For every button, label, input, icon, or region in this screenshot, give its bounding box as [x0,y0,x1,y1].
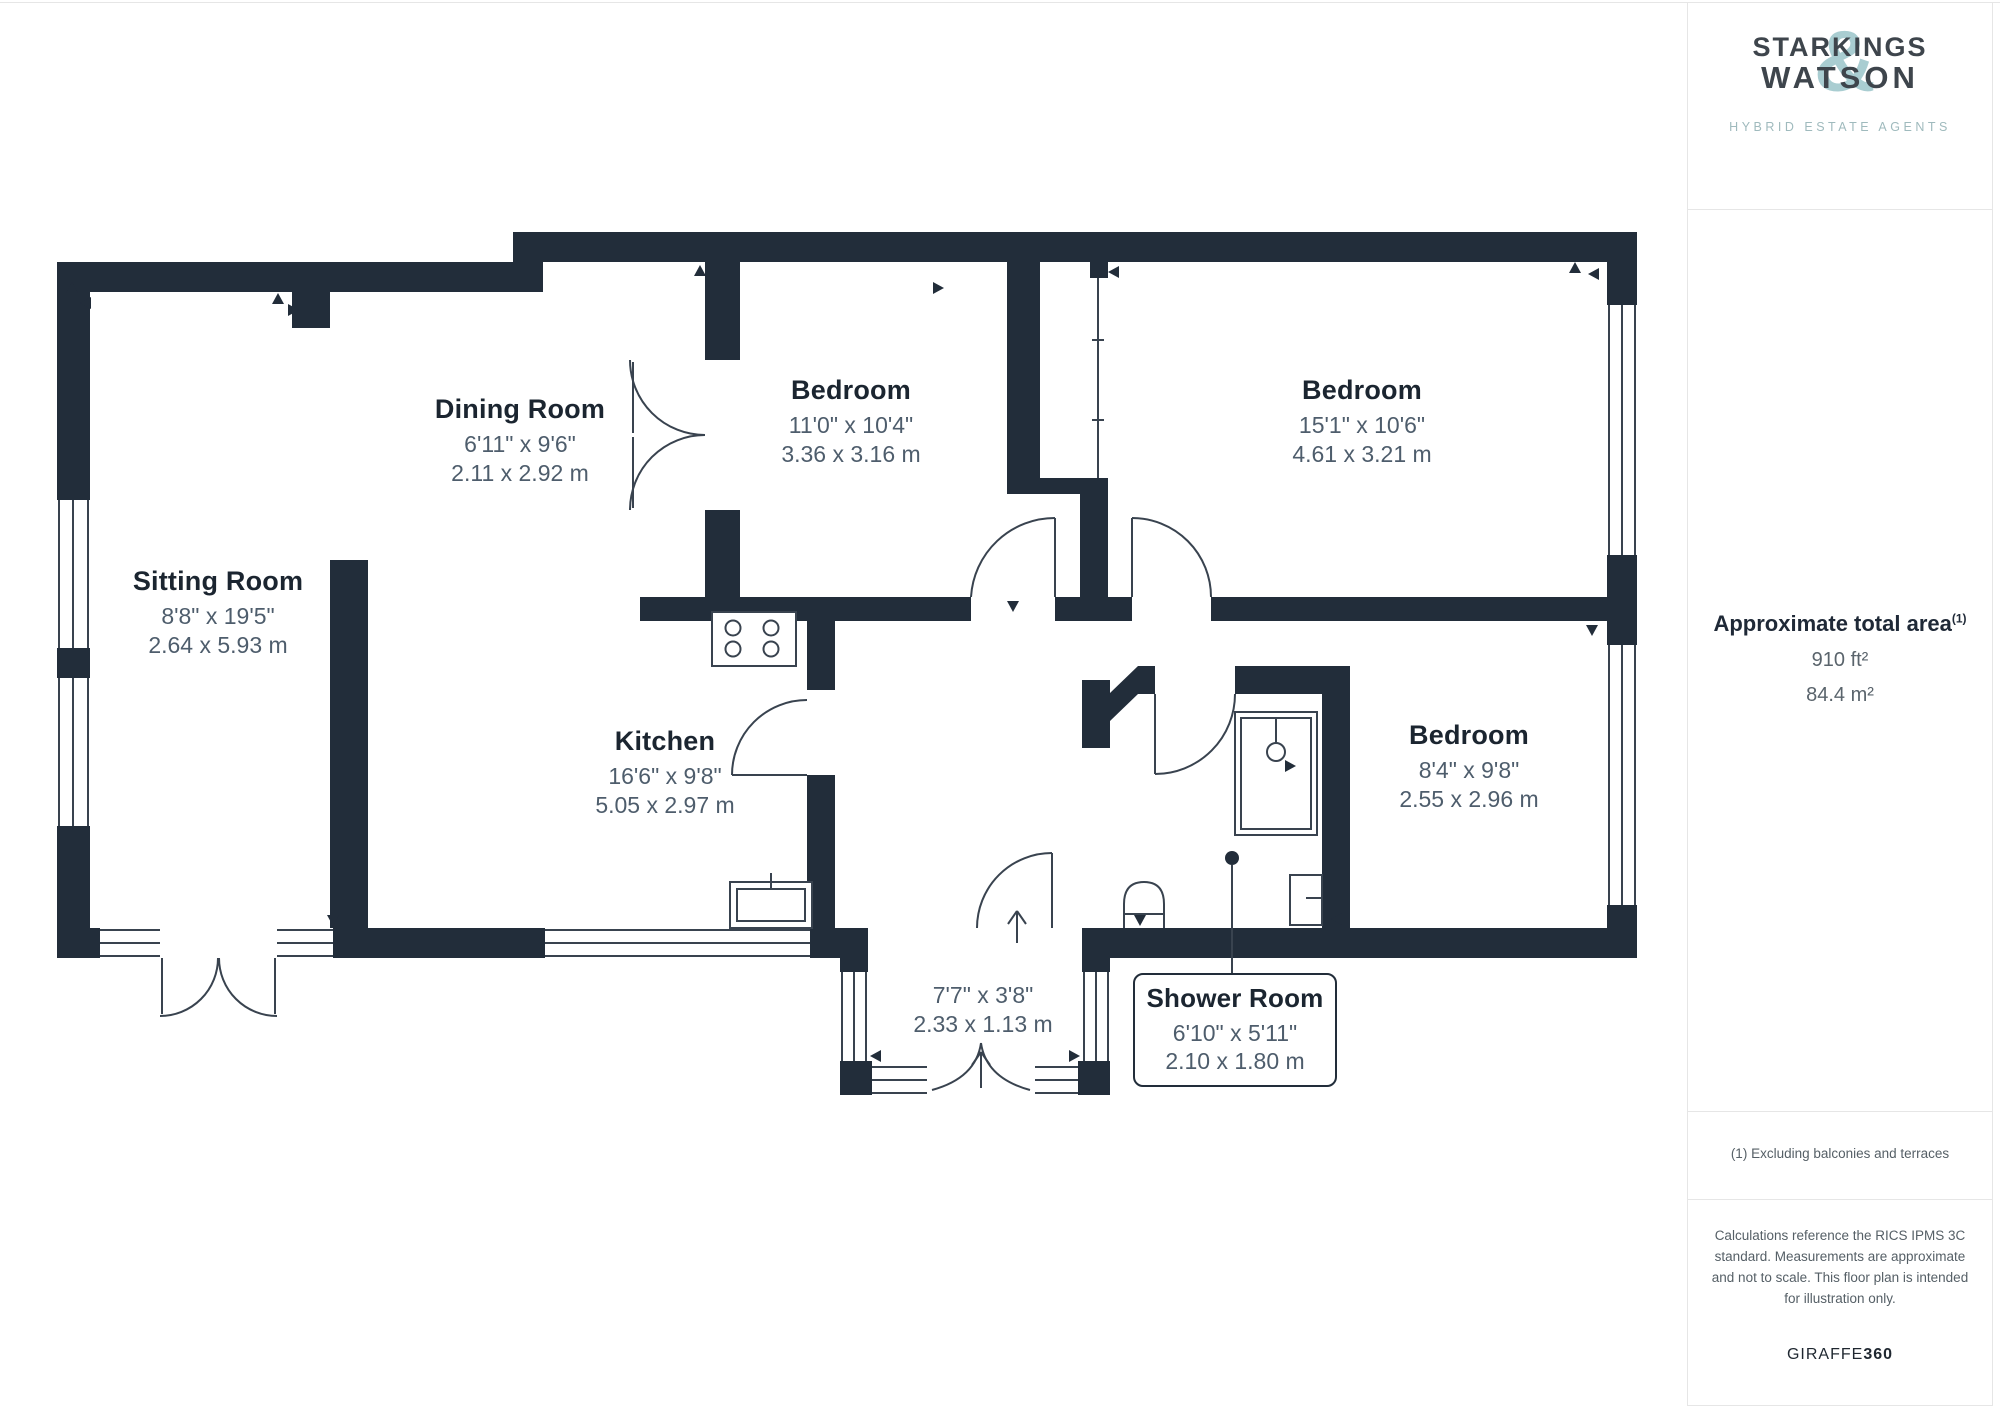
sidebar-divider [1688,1111,1992,1112]
stove-icon [711,611,797,667]
total-area-imperial: 910 ft² [1811,649,1869,671]
disclaimer-text: Calculations reference the RICS IPMS 3C … [1711,1228,1969,1306]
shower-tray-icon [1234,711,1318,836]
logo-line2: WATSON [1761,59,1919,95]
total-area-metric: 84.4 m² [1806,684,1874,706]
room-dims-metric: 2.10 x 1.80 m [1165,1048,1305,1074]
sidebar-divider [1688,1199,1992,1200]
room-dims-imperial: 6'10" x 5'11" [1172,1020,1298,1046]
giraffe360-logo-suffix: 360 [1863,1346,1894,1363]
sidebar-divider [1688,209,1992,210]
total-area-superscript: (1) [1951,611,1967,626]
total-area-block: Approximate total area(1) 910 ft² 84.4 m… [1688,611,1992,707]
total-area-title: Approximate total area(1) [1688,611,1992,637]
logo-line1: STARKINGS [1752,32,1928,62]
logo-ampersand-icon: & [1813,13,1877,110]
room-title: Shower Room [1146,983,1324,1013]
room-label-shower-room-callout: Shower Room 6'10" x 5'11" 2.10 x 1.80 m [1133,973,1337,1087]
sink-icon [729,873,813,929]
basin-icon [1289,874,1323,926]
info-sidebar: & STARKINGS WATSON HYBRID ESTATE AGENTS … [1687,2,1993,1406]
exclusion-footnote: (1) Excluding balconies and terraces [1730,1146,1950,1161]
giraffe360-logo-text: GIRAFFE [1786,1346,1864,1363]
total-area-title-text: Approximate total area [1713,611,1952,636]
giraffe360-logo: GIRAFFE360 [1688,1346,1992,1364]
fixtures [711,611,1323,975]
logo-tagline: HYBRID ESTATE AGENTS [1729,120,1951,135]
measure-arrows [66,262,1599,1062]
floor-plan-svg [57,232,1637,1095]
toilet-icon [1123,880,1165,928]
windows [57,278,1637,1095]
agency-logo: & STARKINGS WATSON HYBRID ESTATE AGENTS [1688,19,1992,135]
callout-leader [1225,851,1239,975]
doors [159,359,1236,1091]
walls [57,232,1637,1095]
page-top-border [0,2,2000,3]
